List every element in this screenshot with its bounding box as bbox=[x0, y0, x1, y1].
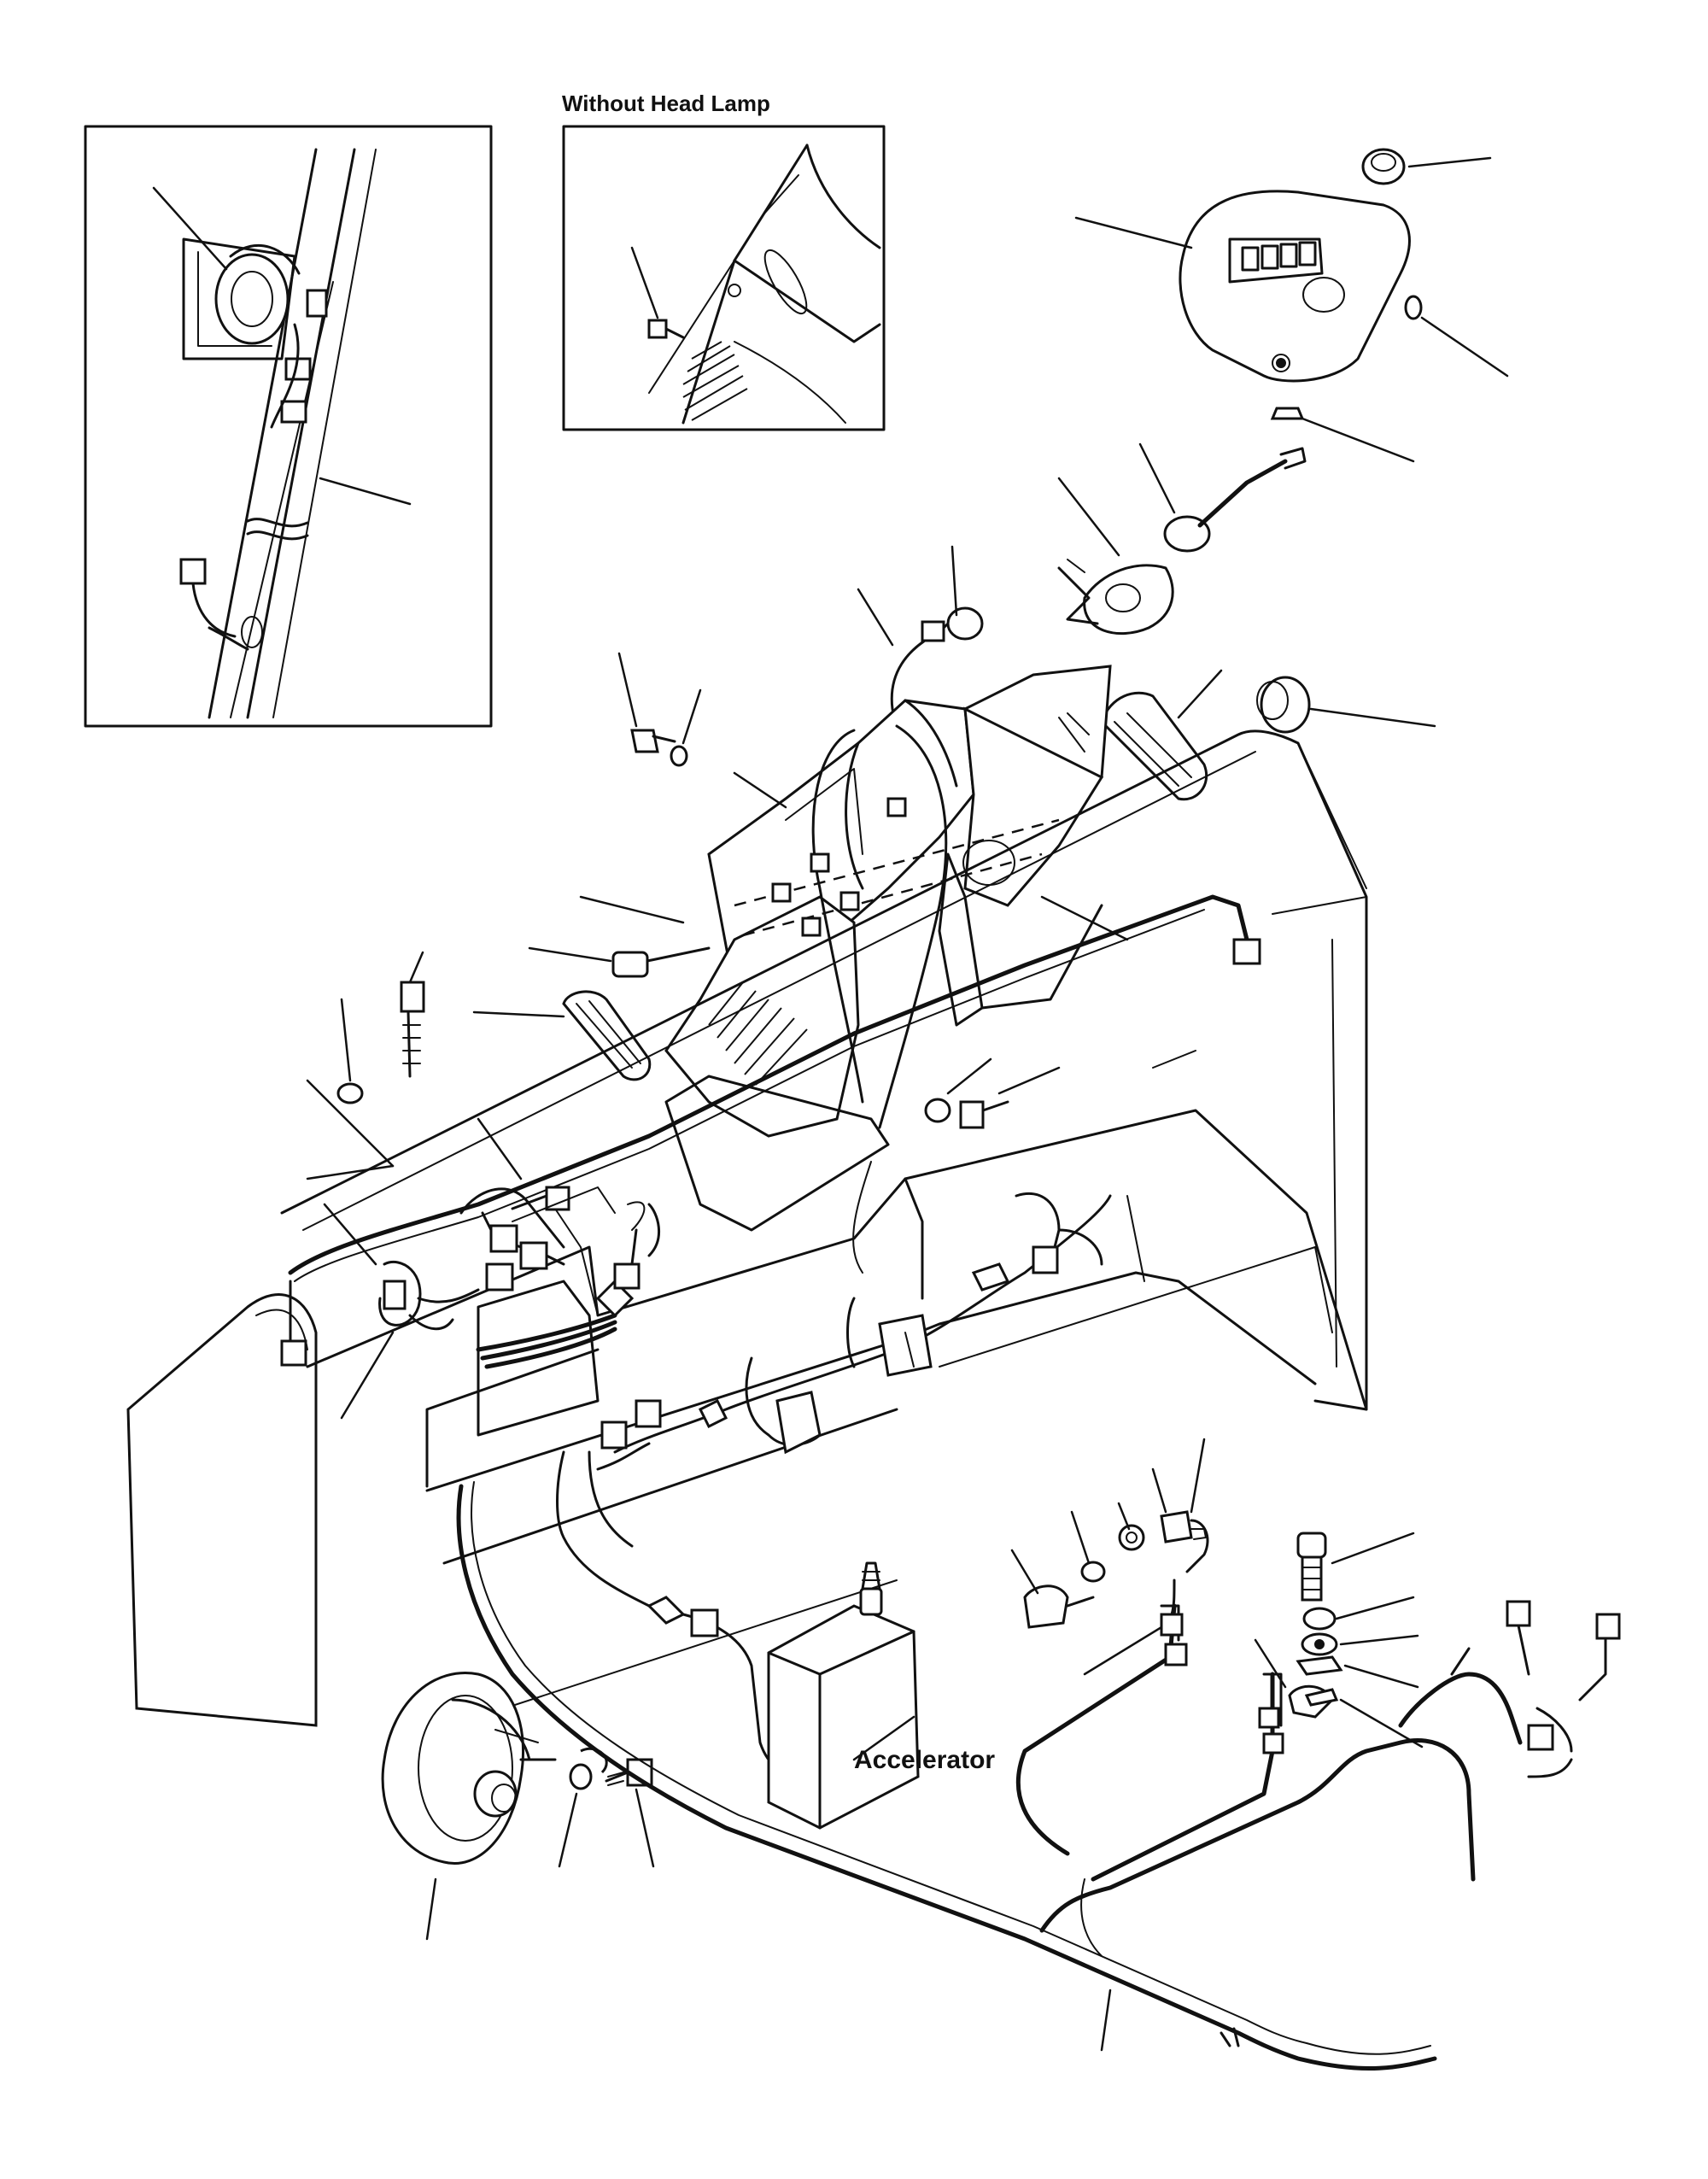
accelerator-unit: Accelerator bbox=[767, 1561, 995, 1830]
bolt-set-left bbox=[306, 652, 711, 1180]
inset-without-headlamp: Without Head Lamp bbox=[562, 91, 886, 431]
bolt-set-center-right bbox=[924, 1057, 1061, 1129]
main-harness bbox=[456, 1481, 1621, 2071]
center-bracket bbox=[664, 665, 1129, 1138]
horn-assembly bbox=[381, 1672, 655, 1941]
inset-headlamp-mount bbox=[84, 125, 493, 728]
dash-wiring bbox=[280, 894, 1261, 1778]
sensor-parts-right bbox=[1010, 1438, 1424, 1754]
inset-title: Without Head Lamp bbox=[562, 91, 770, 116]
pilot-lamp-cable bbox=[857, 545, 984, 788]
meter-panel-assembly bbox=[1074, 148, 1509, 463]
accelerator-label: Accelerator bbox=[854, 1746, 995, 1774]
grommets bbox=[1100, 669, 1436, 801]
key-switch-parts bbox=[1057, 442, 1307, 635]
dash-panel bbox=[126, 729, 1368, 1727]
